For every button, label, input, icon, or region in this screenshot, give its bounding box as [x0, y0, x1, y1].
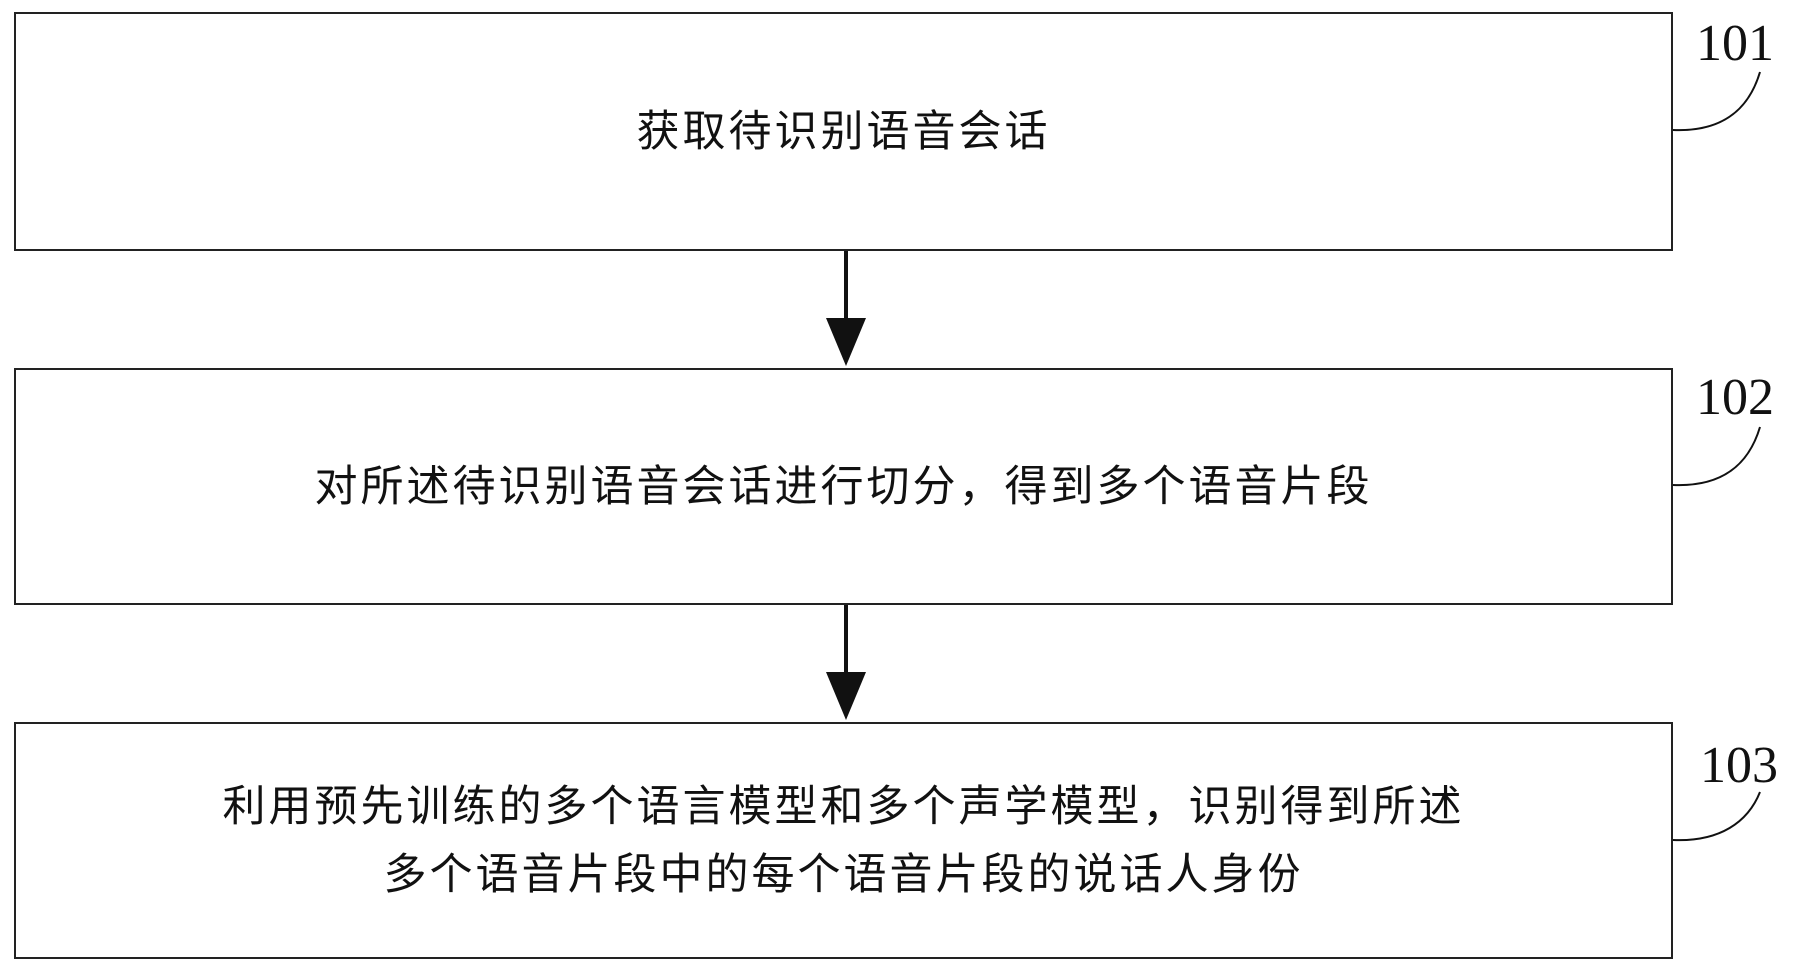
leader-line-101 [1672, 71, 1761, 132]
step-number-102: 102 [1696, 369, 1774, 426]
step-box-101: 获取待识别语音会话 [14, 12, 1673, 251]
step-box-102: 对所述待识别语音会话进行切分，得到多个语音片段 [14, 368, 1673, 605]
step-text-102: 对所述待识别语音会话进行切分，得到多个语音片段 [314, 461, 1373, 512]
step-text-101: 获取待识别语音会话 [636, 106, 1051, 157]
arrow-101-to-102 [826, 251, 866, 366]
arrow-102-to-103 [826, 605, 866, 720]
step-number-101: 101 [1696, 15, 1774, 72]
step-text-103: 利用预先训练的多个语言模型和多个声学模型，识别得到所述 多个语音片段中的每个语音… [222, 781, 1465, 900]
step-number-103: 103 [1700, 737, 1778, 794]
step-box-103: 利用预先训练的多个语言模型和多个声学模型，识别得到所述 多个语音片段中的每个语音… [14, 722, 1673, 959]
leader-line-102 [1672, 426, 1761, 487]
leader-line-103 [1672, 791, 1761, 842]
